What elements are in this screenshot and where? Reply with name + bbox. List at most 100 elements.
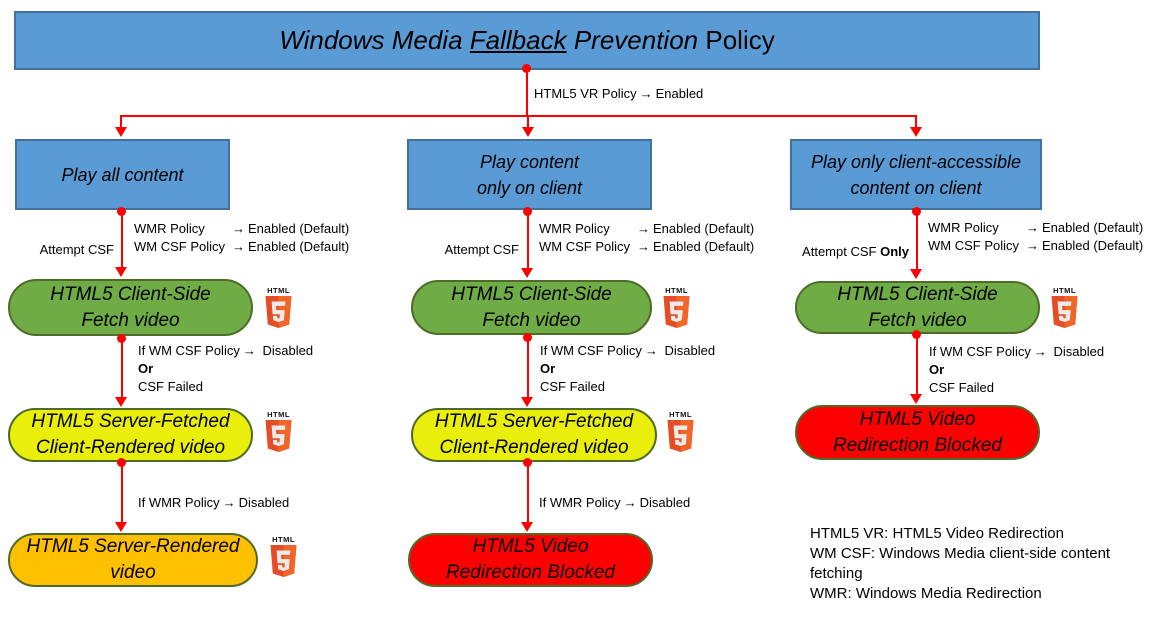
- condition-line: CSF Failed: [929, 380, 995, 395]
- node-line: video: [110, 562, 156, 583]
- condition-or: Or: [929, 362, 945, 377]
- connector-line: [915, 115, 917, 128]
- header-line: Play content: [479, 151, 580, 172]
- connector-line: [916, 334, 918, 395]
- connector-line: [527, 337, 529, 398]
- node-line: HTML5 Server-Fetched: [31, 411, 230, 432]
- node-line: Fetch video: [81, 309, 180, 331]
- arrowhead-icon: [521, 268, 533, 278]
- html5-logo-icon: HTML: [265, 286, 292, 328]
- header-box-play-content-only-on-client: Play content only on client: [407, 139, 652, 210]
- policy-line: WMR Policy→Enabled (Default): [134, 221, 350, 236]
- arrowhead-icon: [910, 127, 922, 137]
- arrowhead-icon: [115, 127, 127, 137]
- node-line: HTML5 Client-Side: [50, 283, 211, 305]
- connector-dot: [912, 207, 921, 216]
- csf-condition-label: If WM CSF Policy→ Disabled Or CSF Failed: [540, 342, 715, 396]
- connector-line: [527, 462, 529, 522]
- html5-logo-icon: HTML: [270, 535, 297, 577]
- connector-line: [120, 115, 122, 128]
- connector-line: [121, 338, 123, 398]
- arrowhead-icon: [115, 397, 127, 407]
- node-line: Fetch video: [482, 309, 581, 331]
- attempt-csf-label: Attempt CSF: [444, 242, 519, 257]
- connector-line: [527, 212, 529, 269]
- csf-condition-label: If WM CSF Policy→ Disabled Or CSF Failed: [929, 343, 1104, 397]
- header-line: content on client: [850, 177, 982, 198]
- attempt-csf-label: Attempt CSF: [39, 242, 114, 257]
- legend: HTML5 VR: HTML5 Video Redirection WM CSF…: [810, 524, 1132, 604]
- html5-logo-icon: HTML: [265, 410, 292, 452]
- node-html5-server-fetched: HTML5 Server-Fetched Client-Rendered vid…: [411, 408, 657, 462]
- node-line: Client-Rendered video: [35, 437, 226, 458]
- node-line: HTML5 Server-Rendered: [26, 536, 240, 557]
- top-connector-label: HTML5 VR Policy→Enabled: [534, 86, 704, 101]
- wmr-condition-label: If WMR Policy→Disabled: [539, 495, 691, 510]
- condition-line: CSF Failed: [540, 379, 606, 394]
- attempt-csf-only-label: Attempt CSF Only: [802, 244, 909, 259]
- node-line: Fetch video: [868, 309, 967, 331]
- html5-logo-icon: HTML: [667, 410, 694, 452]
- connector-dot: [523, 207, 532, 216]
- wmr-condition-label: If WMR Policy→Disabled: [138, 495, 290, 510]
- arrowhead-icon: [115, 267, 127, 277]
- node-line: HTML5 Client-Side: [837, 283, 998, 305]
- node-line: Client-Rendered video: [439, 437, 629, 458]
- arrowhead-icon: [910, 269, 922, 279]
- condition-line: If WM CSF Policy→ Disabled: [929, 344, 1105, 359]
- title-box: Windows Media Fallback Prevention Policy: [14, 11, 1040, 70]
- arrowhead-icon: [910, 394, 922, 404]
- connector-line: [916, 212, 918, 270]
- node-html5-client-side-fetch: HTML5 Client-Side Fetch video: [411, 280, 652, 335]
- arrowhead-icon: [521, 397, 533, 407]
- connector-line: [121, 462, 123, 522]
- connector-dot: [117, 207, 126, 216]
- policy-labels: WMR Policy→Enabled (Default) WM CSF Poli…: [134, 220, 349, 256]
- svg-text:HTML: HTML: [267, 286, 290, 295]
- legend-line: WM CSF: Windows Media client-side conten…: [810, 545, 1111, 582]
- node-line: Redirection Blocked: [833, 434, 1002, 456]
- arrowhead-icon: [521, 522, 533, 532]
- legend-line: WMR: Windows Media Redirection: [810, 585, 1042, 602]
- policy-line: WM CSF Policy→Enabled (Default): [928, 238, 1144, 253]
- policy-line: WMR Policy→Enabled (Default): [539, 221, 755, 236]
- node-html5-video-redirection-blocked: HTML5 Video Redirection Blocked: [795, 405, 1040, 460]
- arrowhead-icon: [522, 127, 534, 137]
- policy-line: WM CSF Policy→Enabled (Default): [134, 239, 350, 254]
- node-html5-video-redirection-blocked: HTML5 Video Redirection Blocked: [408, 533, 653, 587]
- svg-text:HTML: HTML: [669, 410, 692, 419]
- policy-line: WMR Policy→Enabled (Default): [928, 220, 1144, 235]
- node-line: HTML5 Video: [472, 536, 589, 557]
- node-line: HTML5 Server-Fetched: [434, 411, 634, 432]
- arrowhead-icon: [115, 522, 127, 532]
- page-title: Windows Media Fallback Prevention Policy: [279, 25, 775, 55]
- connector-line: [121, 212, 123, 268]
- node-html5-client-side-fetch: HTML5 Client-Side Fetch video: [8, 279, 253, 336]
- connector-line: [121, 115, 917, 117]
- node-html5-server-rendered: HTML5 Server-Rendered video: [8, 533, 258, 587]
- header-box-play-only-client-accessible: Play only client-accessible content on c…: [790, 139, 1042, 210]
- node-html5-server-fetched: HTML5 Server-Fetched Client-Rendered vid…: [8, 408, 253, 462]
- csf-condition-label: If WM CSF Policy→ Disabled Or CSF Failed: [138, 342, 313, 396]
- policy-labels: WMR Policy→Enabled (Default) WM CSF Poli…: [539, 220, 754, 256]
- connector-dot: [522, 64, 531, 73]
- condition-line: If WM CSF Policy→ Disabled: [138, 343, 314, 358]
- node-line: HTML5 Client-Side: [451, 283, 612, 305]
- svg-text:HTML: HTML: [267, 410, 290, 419]
- header-box-play-all-content: Play all content: [15, 139, 230, 210]
- connector-line: [526, 70, 528, 116]
- html5-logo-icon: HTML: [1051, 286, 1078, 328]
- svg-text:HTML: HTML: [665, 286, 688, 295]
- svg-text:HTML: HTML: [272, 535, 295, 544]
- connector-line: [527, 115, 529, 128]
- node-line: Redirection Blocked: [446, 562, 615, 583]
- header-line: only on client: [476, 177, 583, 198]
- condition-or: Or: [138, 361, 154, 376]
- condition-line: CSF Failed: [138, 379, 204, 394]
- policy-line: WM CSF Policy→Enabled (Default): [539, 239, 755, 254]
- svg-text:HTML: HTML: [1053, 286, 1076, 295]
- policy-labels: WMR Policy→Enabled (Default) WM CSF Poli…: [928, 219, 1143, 255]
- header-line: Play all content: [61, 164, 184, 185]
- node-html5-client-side-fetch: HTML5 Client-Side Fetch video: [795, 281, 1040, 334]
- html5-logo-icon: HTML: [663, 286, 690, 328]
